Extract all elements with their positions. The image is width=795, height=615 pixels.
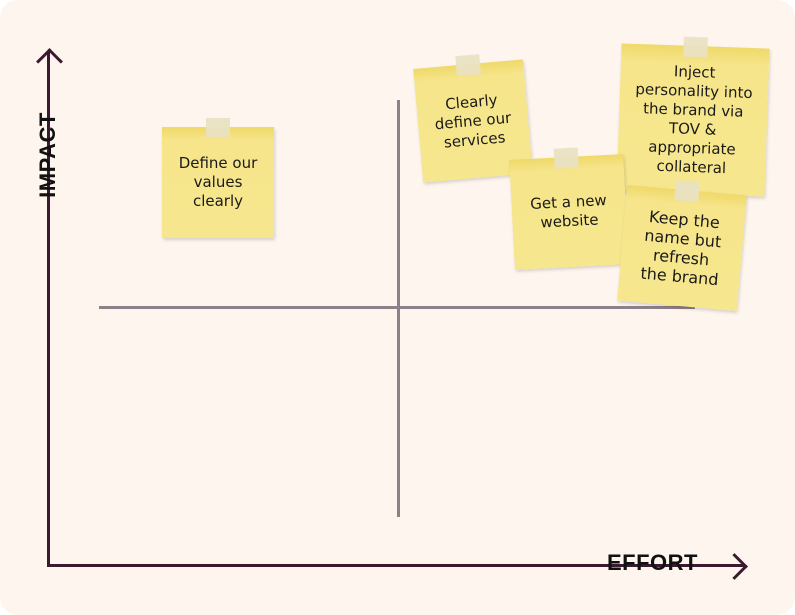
tape-icon <box>674 180 700 203</box>
y-axis-label: IMPACT <box>35 112 60 198</box>
arrow-right-icon <box>721 553 748 580</box>
sticky-note[interactable]: Get a new website <box>509 147 629 270</box>
arrow-up-icon <box>36 48 63 75</box>
note-text: Clearly define our services <box>434 90 512 152</box>
sticky-note[interactable]: Define our values clearly <box>162 118 274 238</box>
note-text: Inject personality into the brand via TO… <box>635 62 753 178</box>
tape-icon <box>206 118 230 138</box>
sticky-note[interactable]: Keep the name but refresh the brand <box>617 180 747 312</box>
x-axis-label: EFFORT <box>607 550 698 575</box>
tape-icon <box>455 54 481 77</box>
sticky-note[interactable]: Inject personality into the brand via TO… <box>616 36 770 197</box>
x-axis <box>47 564 744 567</box>
note-text: Define our values clearly <box>178 154 258 210</box>
y-axis <box>47 52 50 567</box>
tape-icon <box>553 147 579 169</box>
note-text: Get a new website <box>529 191 608 232</box>
note-text: Keep the name but refresh the brand <box>639 207 723 290</box>
quadrant-divider-horizontal <box>99 306 695 309</box>
tape-icon <box>683 36 708 58</box>
